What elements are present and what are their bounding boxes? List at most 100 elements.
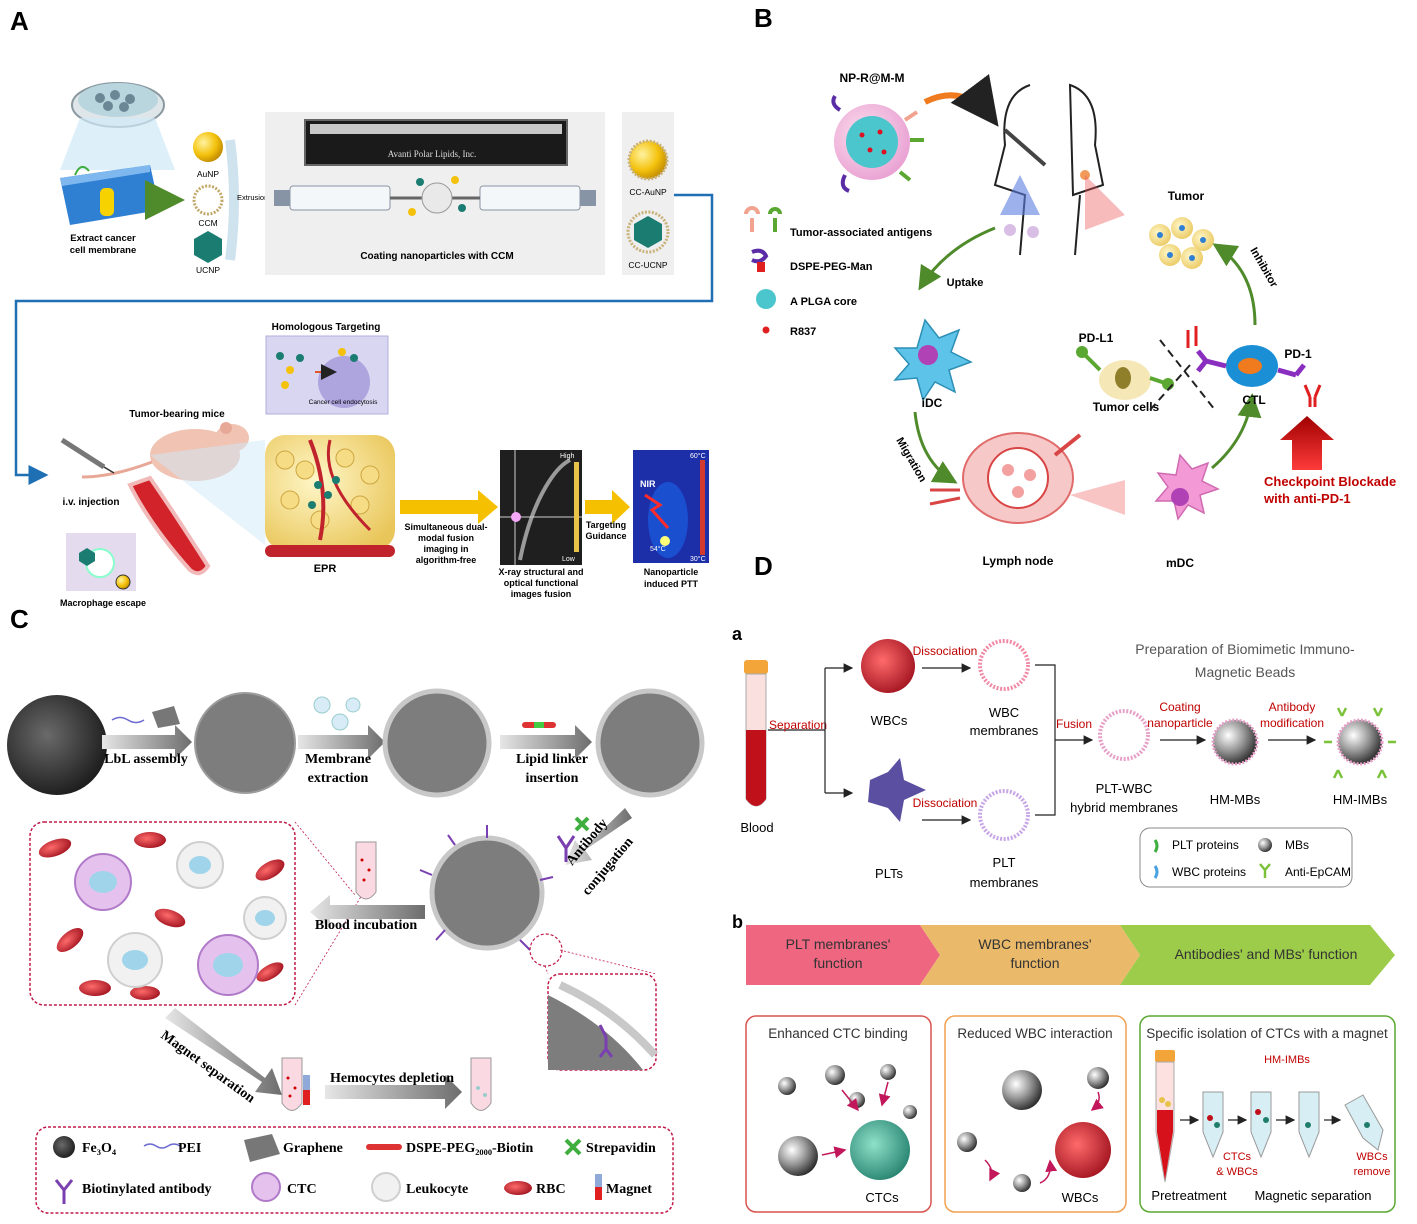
plts-label: PLTs <box>875 866 903 881</box>
cc-aunp-label: CC-AuNP <box>629 187 667 197</box>
legend-leukocyte: Leukocyte <box>406 1182 468 1197</box>
rbc-cell <box>255 859 285 881</box>
rbc-cell <box>256 962 284 982</box>
np-label: NP-R@M-M <box>839 71 904 85</box>
epr-label: EPR <box>314 563 337 575</box>
fusion-label: Fusion <box>1056 717 1092 731</box>
plt-mem-2: membranes <box>970 875 1039 890</box>
plt-mem-1: PLT <box>993 855 1016 870</box>
legend-anti-epcam: Anti-EpCAM <box>1285 865 1351 879</box>
mdc-cell-icon <box>1154 453 1220 521</box>
blood-tube-icon <box>355 841 377 900</box>
high-label: High <box>560 453 575 460</box>
stage-arrow-plt <box>746 925 940 985</box>
cell-membrane-icon <box>60 165 160 225</box>
ccm-label: CCM <box>198 218 217 228</box>
rbc-cell <box>130 986 160 1000</box>
aunp-icon <box>193 132 223 162</box>
dspe-legend-icon <box>751 248 769 264</box>
tilted-tube-icon <box>1344 1094 1384 1151</box>
targeting-1: Targeting <box>586 520 626 530</box>
plga-legend-icon <box>756 289 776 309</box>
coated-sphere <box>382 688 492 798</box>
panel-d-letter: D <box>754 551 773 581</box>
legend-dspe: DSPE-PEG-Man <box>790 261 873 273</box>
fe3o4-legend-icon <box>53 1136 75 1158</box>
yellow-arrow-1 <box>400 490 498 524</box>
graphene-legend-icon <box>244 1134 280 1162</box>
magnet-legend-icon <box>595 1174 602 1200</box>
legend-plt-proteins: PLT proteins <box>1172 838 1239 852</box>
graphene-sphere <box>194 692 296 794</box>
legend-r837: R837 <box>790 326 816 338</box>
stage-ab: Antibodies' and MBs' function <box>1175 946 1358 962</box>
dspe-legend-icon-c <box>366 1144 402 1150</box>
ucnp-label: UCNP <box>196 265 220 275</box>
leukocyte-legend-icon <box>371 1172 401 1202</box>
box-wbc-interaction <box>944 1015 1127 1213</box>
antibody-icon-c <box>556 835 576 862</box>
laser-icon <box>644 493 670 529</box>
legend-wbc-proteins: WBC proteins <box>1172 865 1246 879</box>
mouse-outline-icon <box>993 83 1105 256</box>
legend-magnet: Magnet <box>606 1182 652 1197</box>
targeting-2: Guidance <box>585 531 626 541</box>
rbc-legend-icon <box>504 1181 532 1195</box>
extract-label-1: Extract cancer <box>70 233 136 244</box>
rbc-cell <box>38 838 72 858</box>
ctcs-wbcs-2: & WBCs <box>1216 1166 1258 1178</box>
magnet-separation-arrow <box>165 1008 282 1095</box>
nanoparticle-icon <box>831 94 924 193</box>
legend-graphene: Graphene <box>283 1141 343 1156</box>
anti-epcam-icon <box>1259 863 1271 878</box>
blood-vessel-icon <box>127 475 211 576</box>
uptake-arrow <box>918 226 996 291</box>
wbcs2-label: WBCs <box>1062 1190 1099 1205</box>
inhibitor-label: Inhibitor <box>1247 246 1280 291</box>
fusion-text-4: algorithm-free <box>416 555 477 565</box>
stage-arrow-wbc <box>920 925 1140 985</box>
nir-label: NIR <box>640 479 656 489</box>
ctcs-label: CTCs <box>865 1190 899 1205</box>
magnetic-sep-label: Magnetic separation <box>1254 1188 1371 1203</box>
tumor-label: Tumor <box>1168 189 1205 203</box>
fusion-text-3: imaging in <box>424 544 469 554</box>
ctl-cell-icon <box>1196 345 1306 387</box>
clean-tube-icon <box>470 1057 492 1111</box>
prep-title-1: Preparation of Biomimetic Immuno- <box>1135 641 1355 657</box>
cc-ucnp-label: CC-UCNP <box>628 260 668 270</box>
panel-a: A Extract cancer cell membrane AuNP CCM … <box>10 6 714 608</box>
plt-proteins-icon <box>1153 839 1159 853</box>
rbc-cell <box>154 908 186 928</box>
panel-a-letter: A <box>10 6 29 36</box>
idc-label: iDC <box>922 396 943 410</box>
migration-arrow <box>913 411 958 484</box>
blood-label: Blood <box>740 820 773 835</box>
hybrid-1: PLT-WBC <box>1096 781 1153 796</box>
ctcs-wbcs-1: CTCs <box>1223 1151 1252 1163</box>
legend-dspe: DSPE-PEG₂₀₀₀-Biotin <box>406 1141 533 1156</box>
panel-b: B NP-R@M-M Tumor Tumor- <box>744 3 1396 570</box>
legend-strepavidin: Strepavidin <box>586 1141 656 1156</box>
hm-mbs-label: HM-MBs <box>1210 792 1261 807</box>
coating-label: Coating nanoparticles with CCM <box>360 251 513 262</box>
hemocytes-arrow <box>325 1075 462 1109</box>
ccm-icon <box>192 184 224 216</box>
pretreatment-tube-icon <box>1155 1050 1175 1183</box>
antigen-legend-icon <box>744 206 782 232</box>
dissociation-2: Dissociation <box>913 796 978 810</box>
extrusion-label: Extrusion <box>237 193 268 202</box>
t60-label: 60°C <box>690 452 706 460</box>
tumor-cell-icon <box>1076 346 1174 400</box>
red-up-arrow <box>1280 416 1334 470</box>
lipid-1: Lipid linker <box>516 752 588 767</box>
xray-text-3: images fusion <box>511 589 572 599</box>
linker-sphere <box>595 688 705 798</box>
box3-title: Specific isolation of CTCs with a magnet <box>1146 1026 1388 1041</box>
checkpoint-2: with anti-PD-1 <box>1263 491 1351 506</box>
wbcs-label: WBCs <box>871 713 908 728</box>
membrane-1: Membrane <box>305 752 371 767</box>
fe3o4-core <box>7 695 107 795</box>
wbcs-remove-2: remove <box>1354 1166 1391 1178</box>
